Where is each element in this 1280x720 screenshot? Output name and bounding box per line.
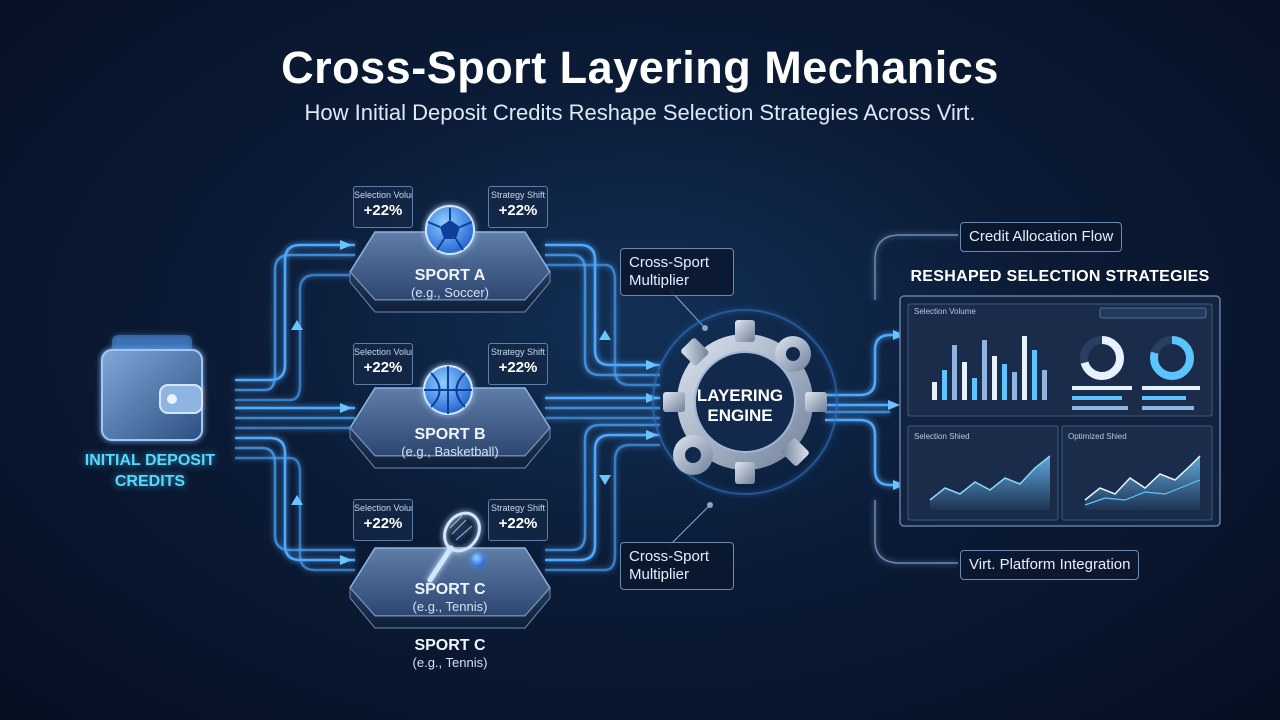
dashboard-bar — [992, 356, 997, 400]
dashboard-bar — [942, 370, 947, 400]
badge-label: Selection Volume — [354, 190, 412, 200]
page-subtitle: How Initial Deposit Credits Reshape Sele… — [304, 100, 976, 125]
sport-name: SPORT A — [414, 267, 486, 284]
deposit-label-line2: CREDITS — [114, 472, 186, 490]
sport-b-shift-badge: Strategy Shift +22% — [488, 343, 548, 385]
badge-label: Selection Volume — [354, 503, 412, 513]
page-title: Cross-Sport Layering Mechanics — [281, 42, 999, 93]
layering-engine-label: LAYERING ENGINE — [680, 386, 800, 425]
dashboard-bar — [1042, 370, 1047, 400]
sport-c-volume-badge: Selection Volume +22% — [353, 499, 413, 541]
dashboard-bar-chart — [932, 336, 1047, 400]
engine-label-line2: ENGINE — [707, 405, 773, 425]
dashboard-area-chart-2 — [1084, 455, 1201, 510]
sport-name: SPORT C — [414, 637, 486, 654]
dashboard-area-chart-1 — [929, 455, 1051, 510]
badge-value: +22% — [498, 515, 538, 532]
sports-to-engine-connectors — [545, 243, 660, 572]
dashboard-bottom-right-title: Optimized Shied — [1068, 432, 1127, 441]
sport-c-label: SPORT C (e.g., Tennis) — [380, 580, 520, 615]
cross-sport-multiplier-callout-bottom: Cross-Sport Multiplier — [620, 542, 734, 590]
dashboard-top-title: Selection Volume — [914, 307, 976, 316]
engine-input-arrows — [599, 330, 658, 485]
wallet-icon — [101, 335, 203, 441]
dashboard-bar — [972, 378, 977, 400]
soccer-ball-icon — [425, 205, 475, 255]
sport-a-volume-badge: Selection Volume +22% — [353, 186, 413, 228]
dashboard-bottom-left-title: Selection Shied — [914, 432, 970, 441]
dashboard-bar — [1002, 364, 1007, 400]
sport-example: (e.g., Soccer) — [410, 285, 490, 301]
dashboard-bar — [962, 362, 967, 400]
dashboard-input-arrows — [888, 330, 905, 490]
dashboard-heading: RESHAPED SELECTION STRATEGIES — [910, 268, 1210, 285]
dashboard-bar — [1022, 336, 1027, 400]
badge-value: +22% — [498, 202, 538, 219]
dashboard-progress-bars — [1072, 386, 1200, 410]
sport-b-platform — [349, 387, 551, 469]
badge-label: Selection Volume — [354, 347, 412, 357]
connector-arrows — [291, 240, 352, 565]
dashboard-bar — [1012, 372, 1017, 400]
basketball-icon — [423, 365, 473, 415]
badge-value: +22% — [363, 359, 403, 376]
dashboard-bar — [952, 345, 957, 400]
sport-b-volume-badge: Selection Volume +22% — [353, 343, 413, 385]
dashboard-donut-2 — [1150, 336, 1194, 380]
sport-a-shift-badge: Strategy Shift +22% — [488, 186, 548, 228]
sport-example: (e.g., Tennis) — [412, 655, 488, 671]
deposit-label-line1: INITIAL DEPOSIT — [84, 452, 216, 469]
badge-value: +22% — [363, 515, 403, 532]
sport-a-label: SPORT A (e.g., Soccer) — [380, 266, 520, 301]
sport-a-platform — [349, 231, 551, 313]
dashboard-donut-1 — [1080, 336, 1124, 380]
dashboard-bar — [1032, 350, 1037, 400]
sport-name: SPORT C — [414, 581, 486, 598]
badge-value: +22% — [363, 202, 403, 219]
sport-b-label: SPORT B (e.g., Basketball) — [380, 425, 520, 460]
badge-value: +22% — [498, 359, 538, 376]
wallet-to-sports-connectors — [235, 243, 355, 572]
dashboard-bar — [932, 382, 937, 400]
badge-label: Strategy Shift — [490, 347, 546, 357]
sport-example: (e.g., Basketball) — [401, 444, 499, 460]
platform-integration-callout: Virt. Platform Integration — [960, 550, 1140, 580]
initial-deposit-label: INITIAL DEPOSIT CREDITS — [60, 451, 240, 493]
gear-icon — [652, 309, 838, 495]
sport-c-shift-badge: Strategy Shift +22% — [488, 499, 548, 541]
sport-example: (e.g., Tennis) — [412, 599, 488, 615]
engine-label-line1: LAYERING — [696, 386, 784, 405]
dashboard-panel — [899, 295, 1221, 527]
badge-label: Strategy Shift — [490, 503, 546, 513]
sport-c-caption: SPORT C (e.g., Tennis) — [380, 636, 520, 671]
cross-sport-multiplier-callout-top: Cross-Sport Multiplier — [620, 248, 734, 296]
sport-name: SPORT B — [414, 426, 486, 443]
dashboard-bar — [982, 340, 987, 400]
credit-allocation-flow-callout: Credit Allocation Flow — [960, 222, 1123, 252]
sport-c-platform — [349, 547, 551, 629]
badge-label: Strategy Shift — [490, 190, 546, 200]
tennis-racket-icon — [427, 511, 485, 583]
